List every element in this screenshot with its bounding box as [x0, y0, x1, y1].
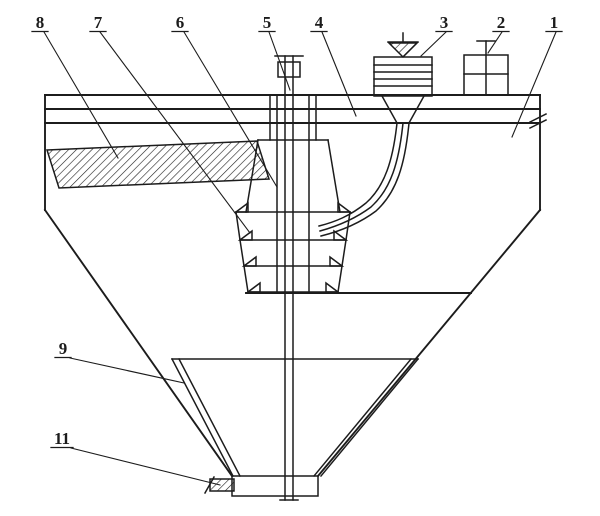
callout-6: 6: [171, 13, 189, 33]
leader-lines: [43, 31, 557, 486]
leader-line-9: [69, 357, 185, 384]
callout-1: 1: [545, 13, 563, 33]
leader-line-2: [487, 31, 503, 54]
callout-7: 7: [89, 13, 107, 33]
callout-4: 4: [310, 13, 328, 33]
center-shaft: [274, 55, 304, 501]
callout-label-7: 7: [94, 13, 103, 32]
feed-pipe: [318, 122, 410, 237]
leader-line-7: [99, 31, 251, 234]
leader-line-1: [511, 31, 557, 138]
callout-label-3: 3: [440, 13, 449, 32]
leader-line-6: [183, 31, 278, 188]
callout-label-1: 1: [550, 13, 559, 32]
callout-label-4: 4: [315, 13, 324, 32]
callout-label-9: 9: [59, 339, 68, 358]
drawing-root: 8 7 6 5 4 3 2: [31, 13, 563, 501]
callout-9: 9: [54, 339, 72, 359]
discharge-box: [231, 475, 319, 497]
callout-8: 8: [31, 13, 49, 33]
leader-line-4: [321, 31, 357, 117]
inner-cone: [170, 357, 420, 478]
callout-label-8: 8: [36, 13, 45, 32]
callout-11: 11: [50, 429, 74, 449]
callout-3: 3: [435, 13, 453, 33]
feed-box: [463, 40, 509, 96]
leader-line-8: [43, 31, 119, 159]
callout-label-5: 5: [263, 13, 272, 32]
callout-label-11: 11: [54, 429, 70, 448]
leader-line-3: [420, 31, 447, 57]
callout-5: 5: [258, 13, 276, 33]
callout-label-2: 2: [497, 13, 506, 32]
leader-line-11: [70, 447, 221, 486]
leader-line-5: [268, 31, 291, 91]
callouts: 8 7 6 5 4 3 2: [31, 13, 563, 449]
drain-valve: [203, 475, 235, 495]
filter-plate: [45, 140, 271, 189]
wall-mark: [528, 112, 548, 130]
callout-label-6: 6: [176, 13, 185, 32]
callout-2: 2: [492, 13, 510, 33]
drive-assembly: [373, 32, 433, 125]
